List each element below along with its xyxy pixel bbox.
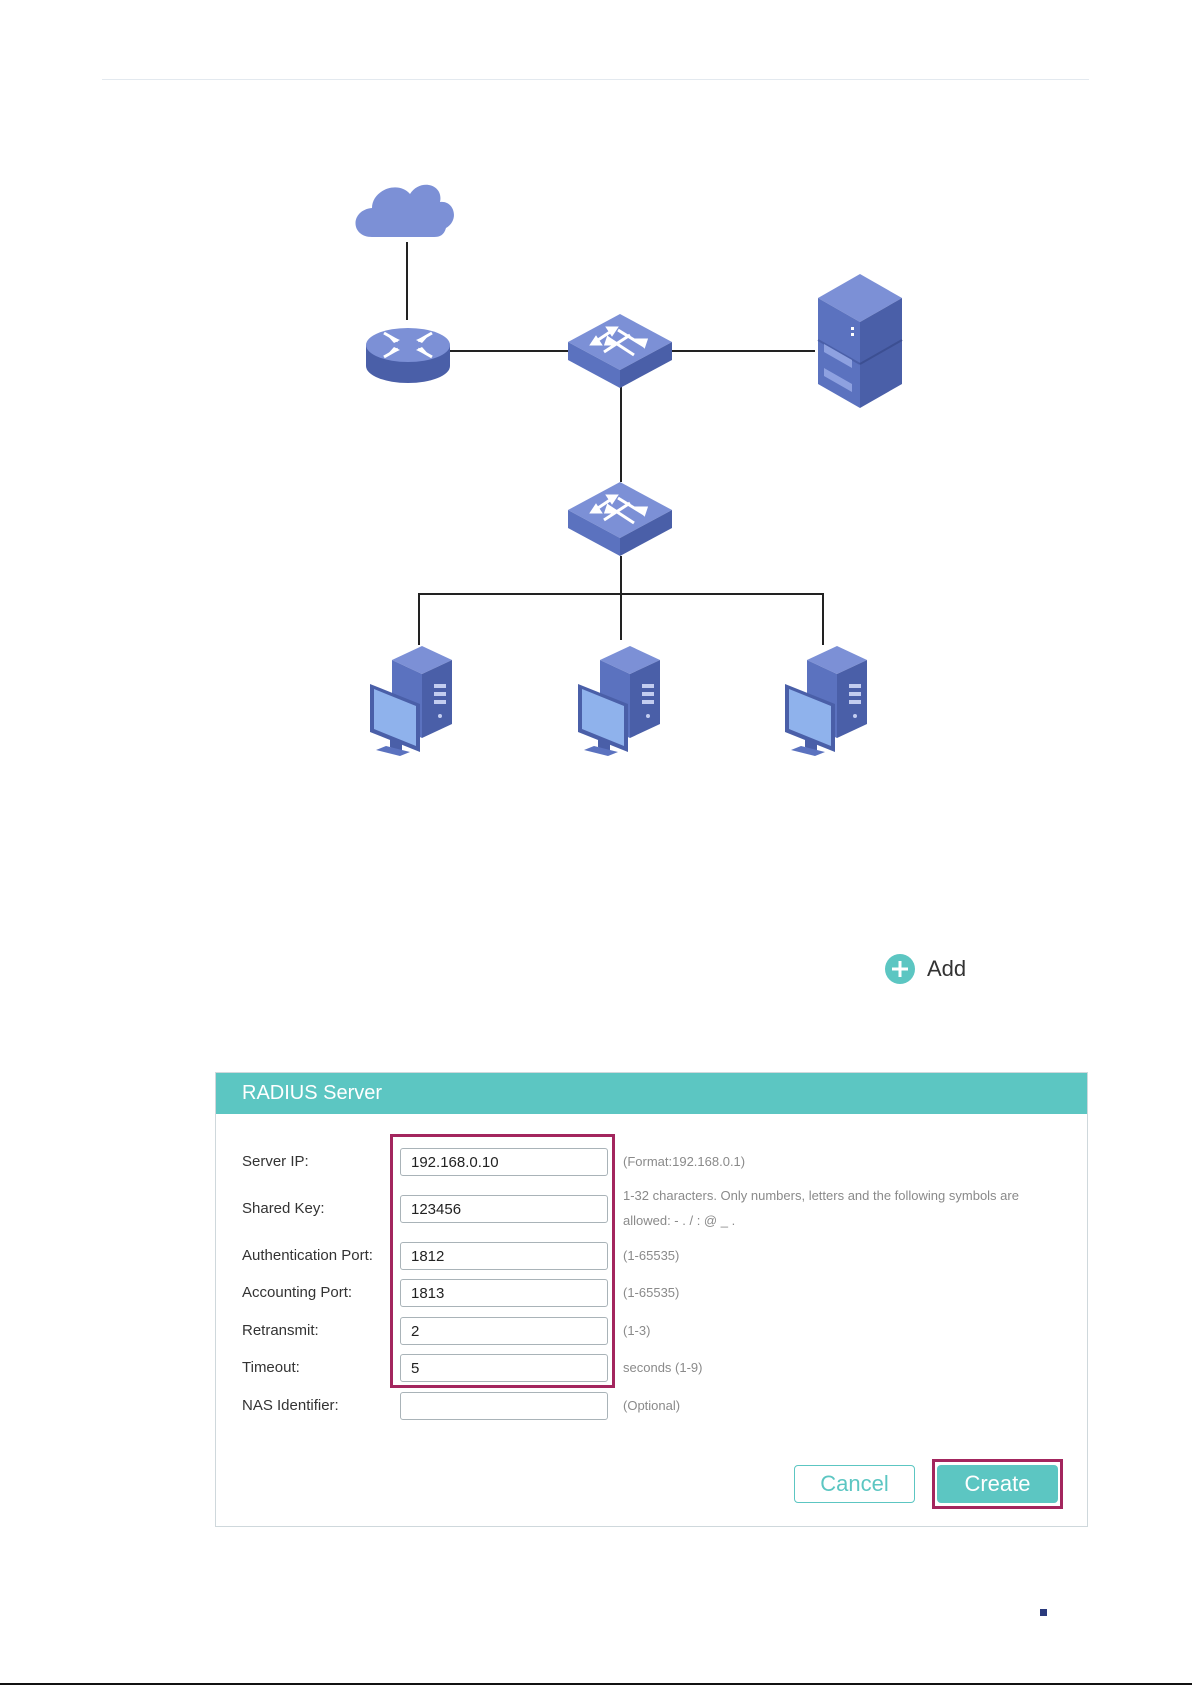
nas-identifier-hint: (Optional) xyxy=(623,1398,680,1413)
accounting-port-row: Accounting Port: (1-65535) xyxy=(216,1279,1087,1307)
dialog-title: RADIUS Server xyxy=(242,1082,382,1105)
retransmit-input[interactable] xyxy=(400,1317,608,1345)
authentication-port-input[interactable] xyxy=(400,1242,608,1270)
server-icon xyxy=(818,274,902,408)
router-icon xyxy=(366,328,450,383)
server-ip-hint: (Format:192.168.0.1) xyxy=(623,1154,745,1169)
nas-identifier-row: NAS Identifier: (Optional) xyxy=(216,1392,1087,1420)
network-topology xyxy=(0,0,1192,760)
plus-circle-icon xyxy=(885,954,915,984)
retransmit-hint: (1-3) xyxy=(623,1323,650,1338)
shared-key-label: Shared Key: xyxy=(242,1200,325,1217)
retransmit-label: Retransmit: xyxy=(242,1322,319,1339)
timeout-hint: seconds (1-9) xyxy=(623,1360,702,1375)
accounting-port-input[interactable] xyxy=(400,1279,608,1307)
accounting-port-label: Accounting Port: xyxy=(242,1284,352,1301)
shared-key-row: Shared Key: 1-32 characters. Only number… xyxy=(216,1195,1087,1223)
shared-key-input[interactable] xyxy=(400,1195,608,1223)
pc-icon xyxy=(370,646,452,756)
authentication-port-hint: (1-65535) xyxy=(623,1248,679,1263)
authentication-port-label: Authentication Port: xyxy=(242,1247,373,1264)
add-label: Add xyxy=(927,956,966,982)
server-ip-label: Server IP: xyxy=(242,1153,309,1170)
timeout-label: Timeout: xyxy=(242,1359,300,1376)
shared-key-hint: 1-32 characters. Only numbers, letters a… xyxy=(623,1183,1043,1233)
server-ip-row: Server IP: (Format:192.168.0.1) xyxy=(216,1148,1087,1176)
timeout-row: Timeout: seconds (1-9) xyxy=(216,1354,1087,1382)
pc-icon xyxy=(785,646,867,756)
cloud-icon xyxy=(356,185,454,237)
switch-icon xyxy=(568,314,672,388)
create-button[interactable]: Create xyxy=(937,1465,1058,1503)
nas-identifier-input[interactable] xyxy=(400,1392,608,1420)
timeout-input[interactable] xyxy=(400,1354,608,1382)
dialog-title-bar: RADIUS Server xyxy=(216,1073,1087,1114)
authentication-port-row: Authentication Port: (1-65535) xyxy=(216,1242,1087,1270)
server-ip-input[interactable] xyxy=(400,1148,608,1176)
topology-links xyxy=(407,242,823,645)
pc-icon xyxy=(578,646,660,756)
radius-server-dialog: RADIUS Server Server IP: (Format:192.168… xyxy=(215,1072,1088,1527)
add-button[interactable]: Add xyxy=(885,954,966,984)
cancel-button[interactable]: Cancel xyxy=(794,1465,915,1503)
accounting-port-hint: (1-65535) xyxy=(623,1285,679,1300)
page-marker xyxy=(1040,1609,1047,1616)
switch-icon xyxy=(568,482,672,556)
nas-identifier-label: NAS Identifier: xyxy=(242,1397,339,1414)
retransmit-row: Retransmit: (1-3) xyxy=(216,1317,1087,1345)
